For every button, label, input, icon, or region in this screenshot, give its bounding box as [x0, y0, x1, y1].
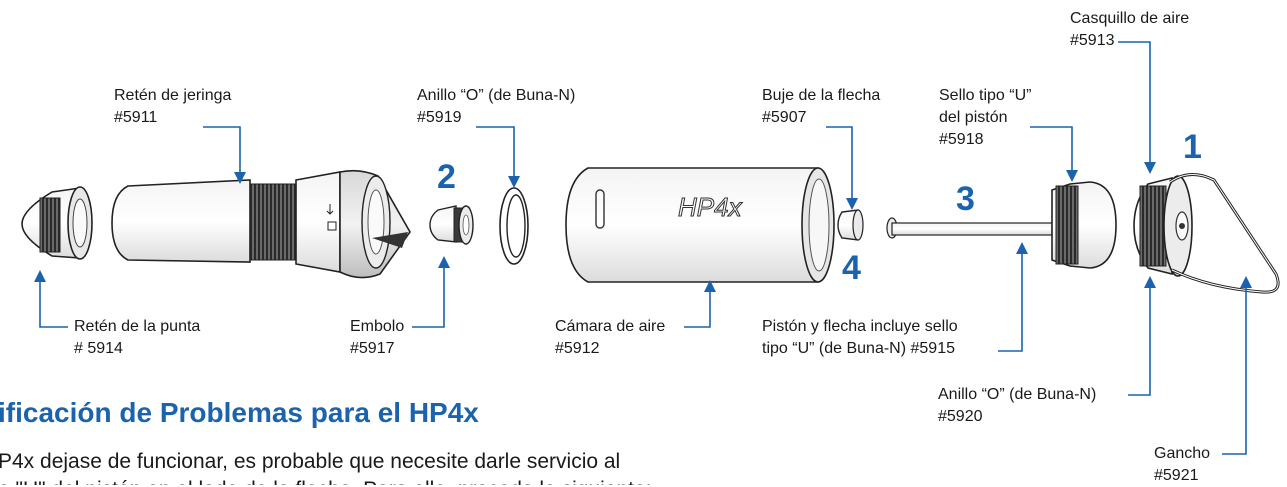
chamber-logo: HP4x [678, 192, 743, 222]
leader-5921 [1222, 286, 1247, 455]
leader-5918 [1030, 126, 1073, 172]
label-u-seal-piston: Sello tipo “U” del pistón #5918 [939, 85, 1031, 151]
leader-5915 [998, 252, 1023, 352]
part-code: #5912 [555, 340, 600, 357]
piston-arrow-part [886, 181, 1117, 269]
paragraph-line-1: P4x dejase de funcionar, es probable que… [0, 450, 621, 473]
plunger-part [429, 205, 474, 245]
section-heading: ificación de Problemas para el HP4x [0, 397, 479, 428]
label-syringe-retainer: Retén de jeringa #5911 [114, 85, 231, 129]
label-air-cap: Casquillo de aire #5913 [1070, 8, 1189, 52]
leader-5914 [39, 280, 68, 328]
leader-5907 [826, 126, 853, 200]
part-name: Casquillo de aire [1070, 10, 1190, 27]
label-plunger: Embolo #5917 [350, 316, 404, 360]
part-code: #5918 [939, 131, 984, 148]
part-code: #5919 [417, 109, 462, 126]
paragraph-line-2: e "U" del pistón en el lado de la flecha… [0, 476, 758, 485]
part-name: Anillo “O” (de Buna-N) [938, 386, 1097, 403]
part-name: Embolo [350, 318, 405, 335]
tip-retainer-part [21, 186, 93, 260]
part-code: #5913 [1070, 32, 1115, 49]
syringe-retainer-part [111, 169, 411, 279]
air-cap-part [1133, 175, 1193, 277]
hook-part [1169, 173, 1280, 294]
step-number-3: 3 [956, 180, 975, 218]
air-chamber-part: HP4x [565, 167, 835, 283]
section-paragraph: P4x dejase de funcionar, es probable que… [0, 448, 758, 485]
part-name: Retén de jeringa [114, 87, 232, 104]
part-code: #5907 [762, 109, 807, 126]
label-tip-retainer: Retén de la punta # 5914 [74, 316, 200, 360]
part-code: #5917 [350, 340, 395, 357]
part-code: # 5914 [74, 340, 123, 357]
part-name: Anillo “O” (de Buna-N) [417, 87, 576, 104]
label-air-chamber: Cámara de aire #5912 [555, 316, 665, 360]
part-name-line2: tipo “U” (de Buna-N) #5915 [762, 340, 955, 357]
label-arrow-bushing: Buje de la flecha #5907 [762, 85, 880, 129]
arrow-bushing-part [837, 209, 864, 241]
leader-5912 [684, 290, 711, 328]
part-code: #5911 [114, 109, 158, 126]
label-o-ring-5920: Anillo “O” (de Buna-N) #5920 [938, 384, 1096, 428]
part-name-line1: Sello tipo “U” [939, 87, 1032, 104]
part-code: #5920 [938, 408, 983, 425]
leader-5913 [1118, 41, 1151, 164]
leader-5917 [412, 266, 445, 328]
part-name: Buje de la flecha [762, 87, 881, 104]
label-piston-arrow: Pistón y flecha incluye sello tipo “U” (… [762, 316, 958, 360]
leader-5920 [1128, 286, 1151, 396]
label-hook: Gancho #5921 [1154, 443, 1210, 487]
part-name-line2: del pistón [939, 109, 1008, 126]
part-name-line1: Pistón y flecha incluye sello [762, 318, 958, 335]
part-name: Cámara de aire [555, 318, 666, 335]
step-number-1: 1 [1183, 128, 1202, 166]
leader-5919 [476, 126, 515, 178]
label-o-ring-5919: Anillo “O” (de Buna-N) #5919 [417, 85, 575, 129]
step-number-4: 4 [842, 249, 861, 287]
part-name: Gancho [1154, 445, 1211, 462]
step-number-2: 2 [437, 158, 456, 196]
leader-lines [39, 41, 1247, 455]
part-name: Retén de la punta [74, 318, 201, 335]
leader-arrowheads [34, 162, 1252, 292]
leader-5911 [203, 126, 241, 174]
part-code: #5921 [1154, 467, 1199, 484]
o-ring-5919-part [499, 187, 529, 265]
